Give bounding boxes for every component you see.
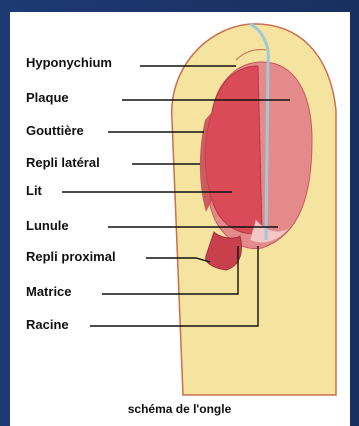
label-repli-lateral: Repli latéral <box>26 155 100 170</box>
label-gouttiere: Gouttière <box>26 123 84 138</box>
label-matrice: Matrice <box>26 284 72 299</box>
label-lit: Lit <box>26 183 42 198</box>
label-hyponychium: Hyponychium <box>26 55 112 70</box>
label-racine: Racine <box>26 317 69 332</box>
label-lunule: Lunule <box>26 218 69 233</box>
diagram-caption: schéma de l'ongle <box>0 402 359 416</box>
label-plaque: Plaque <box>26 90 69 105</box>
label-repli-proximal: Repli proximal <box>26 249 116 264</box>
